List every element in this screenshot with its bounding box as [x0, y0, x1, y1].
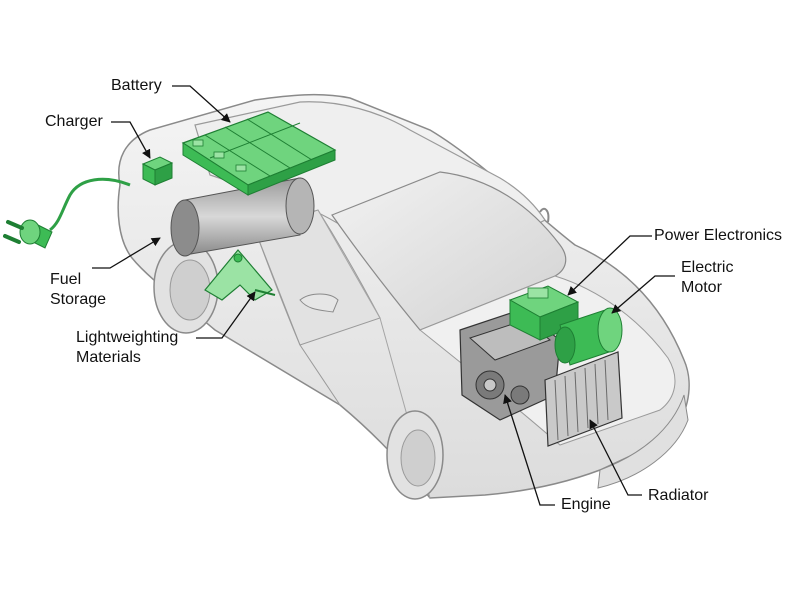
charging-plug: [3, 177, 131, 249]
rear-wheel: [153, 240, 219, 334]
fuel-storage-label: Fuel Storage: [50, 271, 107, 308]
front-wheel: [386, 410, 444, 500]
charger-label: Charger: [45, 113, 103, 130]
electric-motor-label: Electric Motor: [681, 259, 734, 296]
leader-lines: [92, 85, 675, 506]
electric-motor-unit: [554, 307, 623, 366]
battery-pack: [181, 111, 337, 196]
radiator-unit: [544, 351, 623, 447]
radiator-label: Radiator: [648, 487, 709, 504]
charger-unit: [141, 156, 174, 186]
lightweighting-materials-label: Lightweighting Materials: [76, 329, 179, 366]
power-electronics-label: Power Electronics: [654, 227, 783, 244]
fuel-storage-tank: [170, 177, 315, 257]
battery-label: Battery: [111, 77, 162, 94]
engine-label: Engine: [561, 496, 611, 513]
